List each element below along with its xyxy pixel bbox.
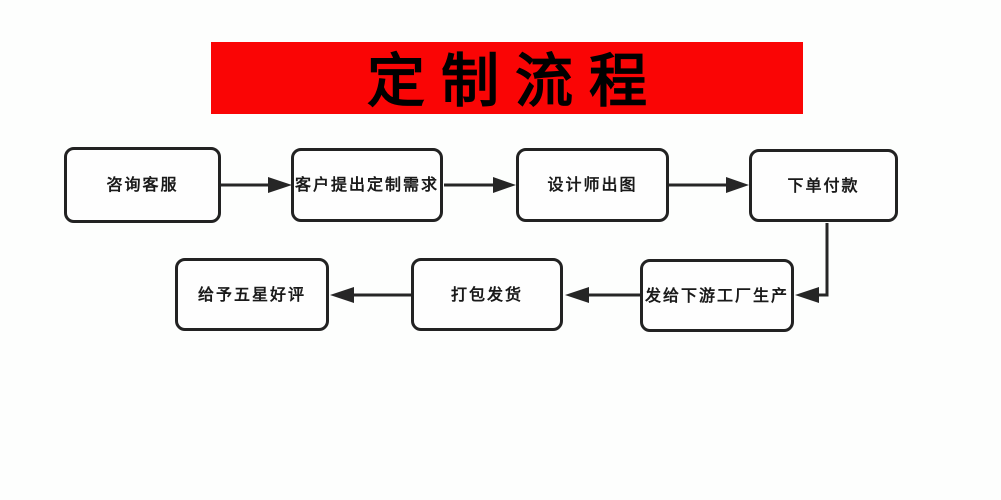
flow-node-label: 发给下游工厂生产	[644, 285, 789, 305]
arrow-order-to-factory	[795, 223, 829, 303]
flow-node-label: 客户提出定制需求	[294, 175, 439, 195]
page-title: 定制流程	[366, 47, 663, 115]
flow-node-label: 咨询客服	[106, 175, 179, 195]
flow-node-label: 打包发货	[450, 284, 523, 304]
arrow-design-to-order	[669, 177, 749, 193]
arrow-consult-to-demand	[221, 177, 292, 193]
flow-node-factory-production: 发给下游工厂生产	[640, 259, 794, 332]
flow-node-five-star-review: 给予五星好评	[175, 258, 329, 331]
arrow-factory-to-pack	[565, 287, 640, 303]
flow-node-order-payment: 下单付款	[749, 149, 898, 222]
arrow-pack-to-review	[330, 287, 411, 303]
flow-node-consult-service: 咨询客服	[64, 147, 221, 223]
flow-node-pack-ship: 打包发货	[411, 258, 563, 331]
flow-node-designer-drawing: 设计师出图	[516, 148, 669, 222]
flow-node-customer-demand: 客户提出定制需求	[291, 148, 443, 222]
flow-node-label: 下单付款	[787, 175, 860, 195]
flow-node-label: 设计师出图	[547, 175, 638, 195]
arrow-demand-to-design	[444, 177, 516, 193]
flow-node-label: 给予五星好评	[197, 284, 306, 304]
title-banner: 定制流程	[211, 42, 803, 114]
